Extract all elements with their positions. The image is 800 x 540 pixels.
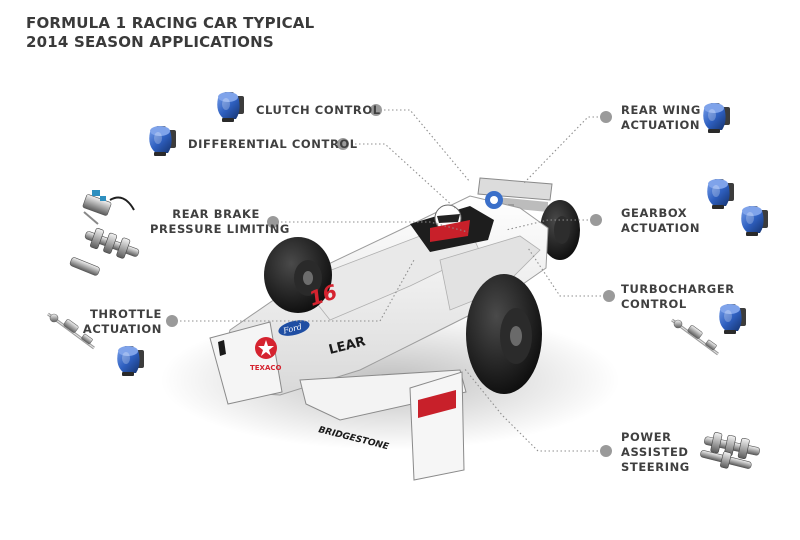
label-differential-control: DIFFERENTIAL CONTROL [188, 137, 358, 151]
label-throttle-line-2: ACTUATION [82, 322, 162, 336]
dot-clutch [370, 104, 382, 116]
rear-left-tyre [466, 274, 542, 394]
leader-lines [172, 109, 609, 452]
cockpit [410, 191, 503, 252]
dot-throttle [166, 315, 178, 327]
dot-differential [337, 138, 349, 150]
brake-valve-icon [82, 190, 135, 225]
label-power-steering-line-2: ASSISTED [621, 445, 689, 459]
front-left-tyre [264, 237, 332, 313]
title-line-2: 2014 SEASON APPLICATIONS [26, 33, 274, 51]
label-power-steering-line-3: STEERING [621, 460, 690, 474]
label-gearbox: GEARBOX ACTUATION [621, 206, 700, 236]
leader-differential [343, 143, 456, 209]
label-clutch-control: CLUTCH CONTROL [256, 103, 381, 117]
ford-logo: Ford [278, 320, 310, 336]
leader-dots [166, 104, 615, 457]
label-rear-brake: REAR BRAKE PRESSURE LIMITING [150, 207, 290, 237]
title-line-1: FORMULA 1 RACING CAR TYPICAL [26, 14, 315, 32]
dot-gearbox [590, 214, 602, 226]
label-rear-wing-line-1: REAR WING [621, 103, 701, 117]
label-throttle-line-1: THROTTLE [89, 307, 162, 321]
spool-icon [69, 257, 100, 276]
leader-rear-brake [273, 221, 469, 233]
servo-valve-icon [149, 126, 176, 156]
car-body [219, 195, 549, 396]
position-sensor-icon [670, 318, 720, 356]
rear-right-tyre [540, 200, 580, 260]
leader-gearbox [505, 219, 596, 231]
leader-turbo [527, 247, 609, 297]
leader-clutch [376, 109, 471, 183]
leader-steering [463, 367, 606, 452]
label-rear-wing: REAR WING ACTUATION [621, 103, 701, 133]
label-rear-brake-line-2: PRESSURE LIMITING [150, 222, 290, 236]
label-turbocharger-line-1: TURBOCHARGER [621, 282, 735, 296]
servo-valve-icon [117, 346, 144, 376]
leader-throttle [172, 259, 415, 322]
servo-valve-icon [741, 206, 768, 236]
label-power-steering-line-1: POWER [621, 430, 672, 444]
part-icons [46, 92, 768, 469]
label-gearbox-line-1: GEARBOX [621, 206, 688, 220]
bridgestone-b-logo [218, 340, 226, 356]
label-turbocharger: TURBOCHARGER CONTROL [621, 282, 735, 312]
spool-icon [700, 450, 752, 469]
texaco-logo: TEXACO [250, 337, 282, 372]
servo-valve-icon [707, 179, 734, 209]
diagram-title: FORMULA 1 RACING CAR TYPICAL 2014 SEASON… [26, 14, 314, 52]
dot-rear-brake [267, 216, 279, 228]
servo-valve-icon [703, 103, 730, 133]
label-power-steering: POWER ASSISTED STEERING [621, 430, 690, 475]
sponsor-fuel-text: TEXACO [250, 364, 282, 372]
label-rear-brake-line-1: REAR BRAKE [172, 207, 260, 221]
dot-rear-wing [600, 111, 612, 123]
dot-turbo [603, 290, 615, 302]
spool-icon [81, 224, 143, 264]
dot-steering [600, 445, 612, 457]
label-turbocharger-line-2: CONTROL [621, 297, 687, 311]
servo-valve-icon [217, 92, 244, 122]
leader-rear-wing [523, 116, 606, 184]
label-rear-wing-line-2: ACTUATION [621, 118, 701, 132]
label-throttle: THROTTLE ACTUATION [80, 307, 162, 337]
label-gearbox-line-2: ACTUATION [621, 221, 701, 235]
f1-car-illustration: 16 TEXACO LEAR Ford BRIDGESTONE [160, 177, 620, 481]
